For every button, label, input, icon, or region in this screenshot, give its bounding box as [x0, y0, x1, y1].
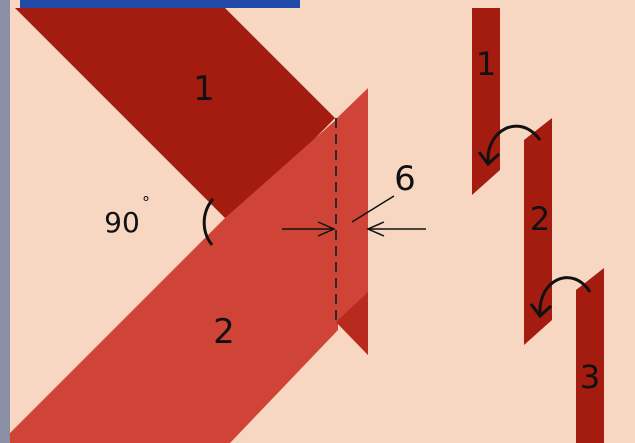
step-strip-2	[524, 118, 552, 345]
strip-2-label: 2	[213, 312, 235, 352]
step-strip-1	[472, 8, 500, 195]
strip-2	[10, 118, 338, 443]
weld-leader-line	[351, 195, 395, 223]
curved-arrow-icon	[529, 276, 592, 319]
dimension-arrow-left	[317, 221, 336, 237]
step-1-label: 1	[476, 45, 496, 83]
strip-1-label: 1	[193, 69, 215, 109]
curved-arrow-icon	[477, 124, 542, 167]
angle-arc	[202, 198, 215, 246]
left-border	[0, 0, 10, 443]
step-3-label: 3	[580, 358, 600, 396]
strip-1	[15, 8, 335, 224]
strip-fold-end	[335, 88, 368, 355]
dimension-arrow-right	[366, 221, 385, 237]
angle-label: 90	[104, 206, 140, 239]
step-2-label: 2	[530, 200, 550, 238]
strip-fold-shadow	[336, 292, 368, 355]
step-strip-3	[576, 268, 604, 443]
weld-size-label: 6	[394, 159, 416, 199]
top-blue-bar	[20, 0, 300, 8]
angle-degree-symbol: °	[142, 193, 150, 212]
